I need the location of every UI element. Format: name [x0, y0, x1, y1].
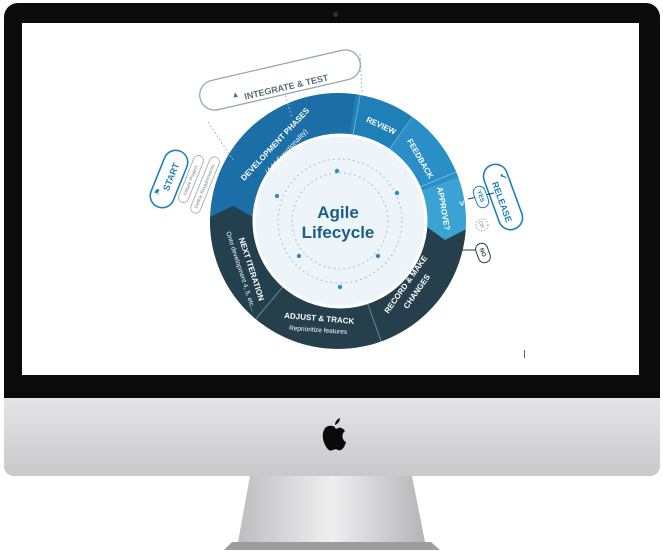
no-option[interactable]: NO: [474, 242, 492, 265]
yes-option[interactable]: YES: [472, 185, 491, 210]
inner-circle: [252, 133, 428, 309]
apple-logo-icon: [322, 418, 346, 451]
svg-text:YES: YES: [475, 190, 485, 203]
monitor-stand: [224, 476, 440, 550]
approve-arrow-icon: >: [457, 200, 468, 207]
center-title-line1: Agile: [317, 203, 359, 222]
orbit-dots: [274, 168, 400, 290]
label-adjust-sub: Reprioritize features: [289, 325, 348, 336]
text-cursor: [524, 350, 525, 358]
flag-icon: ⚑: [153, 187, 164, 197]
camera-icon: [333, 12, 338, 17]
release-pill[interactable]: ✔ RELEASE: [480, 161, 526, 233]
agile-lifecycle-diagram: Agile Lifecycle DEVELOPMENT PHASES (Add …: [147, 49, 526, 358]
svg-text:NO: NO: [478, 247, 487, 258]
svg-text:OR: OR: [477, 220, 485, 229]
start-pill[interactable]: ⚑ START: [147, 147, 192, 212]
segment-review[interactable]: [338, 60, 470, 221]
monitor-chin: [4, 398, 660, 476]
check-icon: ✔: [497, 171, 509, 182]
or-separator: OR: [475, 218, 489, 232]
flask-icon: ▲: [230, 89, 240, 100]
center-title-line2: Lifecycle: [302, 223, 375, 242]
